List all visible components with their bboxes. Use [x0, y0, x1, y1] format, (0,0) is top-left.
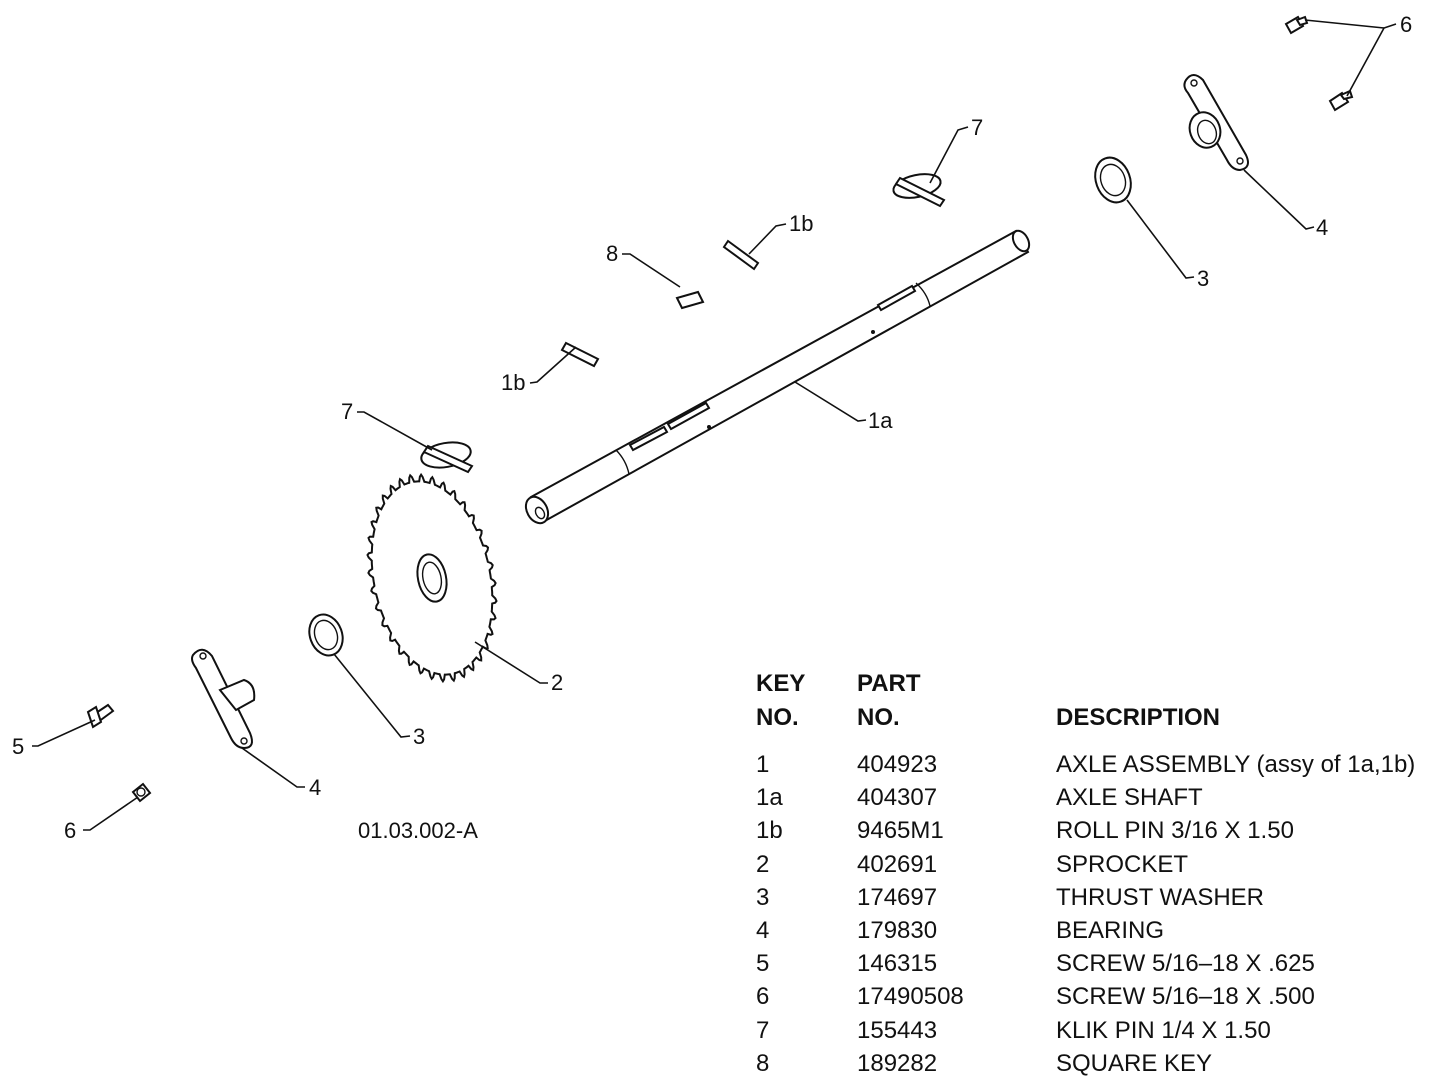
row-key-no: 3 [756, 883, 770, 911]
row-key-no: 7 [756, 1016, 770, 1044]
row-key-no: 8 [756, 1049, 770, 1077]
bearing-right [1183, 74, 1249, 172]
row-part-no: 17490508 [857, 983, 964, 1011]
callout-1a: 1a [868, 408, 893, 433]
sprocket [366, 472, 498, 684]
row-part-no: 404307 [857, 784, 938, 812]
row-key-no: 1b [756, 817, 783, 845]
header-key-line1: KEY [756, 670, 806, 697]
table-row: 4 179830 BEARING [756, 919, 1456, 945]
callout-1b-left: 1b [501, 370, 525, 395]
callout-7-top: 7 [971, 115, 983, 140]
callout-3-right: 3 [1197, 266, 1209, 291]
table-row: 1 404923 AXLE ASSEMBLY (assy of 1a,1b) [756, 753, 1456, 779]
callout-6-top: 6 [1400, 12, 1412, 37]
callout-3-left: 3 [413, 724, 425, 749]
row-description: THRUST WASHER [1056, 883, 1265, 911]
callout-8: 8 [606, 241, 618, 266]
axle-shaft [524, 229, 1031, 525]
callout-6-left: 6 [64, 818, 76, 843]
roll-pin-left [560, 341, 600, 368]
row-description: BEARING [1056, 917, 1165, 944]
header-row-2: NO. NO. DESCRIPTION [756, 706, 1456, 732]
figure-id: 01.03.002-A [358, 818, 478, 843]
row-description: AXLE ASSEMBLY (assy of 1a,1b) [1056, 751, 1416, 778]
table-row: 6 17490508 SCREW 5/16–18 X .500 [756, 985, 1456, 1011]
table-row: 2 402691 SPROCKET [756, 850, 1456, 879]
bearing-left [191, 648, 256, 750]
thrust-washer-left [308, 613, 344, 657]
row-part-no: 146315 [857, 950, 938, 978]
callout-4-right: 4 [1316, 215, 1328, 240]
row-part-no: 402691 [857, 850, 938, 878]
callout-4-left: 4 [309, 775, 321, 800]
header-part-line1: PART [857, 670, 921, 697]
klik-pin-left [420, 441, 474, 474]
header-description: DESCRIPTION [1056, 704, 1221, 731]
row-description: ROLL PIN 3/16 X 1.50 [1056, 817, 1294, 845]
header-key-line2: NO. [756, 704, 799, 731]
row-description: SCREW 5/16–18 X .625 [1056, 950, 1315, 978]
roll-pin-top [722, 239, 760, 271]
row-part-no: 179830 [857, 917, 938, 944]
row-key-no: 6 [756, 983, 770, 1011]
row-key-no: 1 [756, 751, 770, 778]
row-key-no: 4 [756, 917, 770, 944]
table-row: 7 155443 KLIK PIN 1/4 X 1.50 [756, 1016, 1456, 1045]
table-row: 8 189282 SQUARE KEY [756, 1049, 1456, 1078]
table-row: 5 146315 SCREW 5/16–18 X .625 [756, 952, 1456, 978]
row-part-no: 174697 [857, 883, 938, 911]
row-part-no: 155443 [857, 1016, 938, 1044]
screw-6-top-a [1284, 15, 1309, 35]
callout-7-left: 7 [341, 399, 353, 424]
callout-5: 5 [12, 734, 24, 759]
row-description: AXLE SHAFT [1056, 784, 1203, 812]
table-row: 3 174697 THRUST WASHER [756, 883, 1456, 912]
row-description: SPROCKET [1056, 850, 1189, 878]
row-part-no: 404923 [857, 751, 938, 778]
row-key-no: 1a [756, 784, 783, 812]
row-part-no: 9465M1 [857, 817, 944, 845]
screw-5 [86, 703, 115, 729]
klik-pin-top [892, 173, 946, 208]
header-part-line2: NO. [857, 704, 900, 731]
leader-lines [32, 19, 1397, 831]
row-description: KLIK PIN 1/4 X 1.50 [1056, 1016, 1271, 1044]
callout-2: 2 [551, 670, 563, 695]
row-description: SQUARE KEY [1056, 1049, 1213, 1077]
header-row-1: KEY PART [756, 672, 1456, 698]
thrust-washer-right [1094, 156, 1132, 204]
row-part-no: 189282 [857, 1049, 938, 1077]
row-key-no: 5 [756, 950, 770, 978]
square-key [675, 290, 705, 310]
callout-1b-top: 1b [789, 211, 813, 236]
table-row: 1a 404307 AXLE SHAFT [756, 786, 1456, 812]
row-key-no: 2 [756, 850, 770, 878]
row-description: SCREW 5/16–18 X .500 [1056, 983, 1315, 1011]
table-row: 1b 9465M1 ROLL PIN 3/16 X 1.50 [756, 819, 1456, 845]
